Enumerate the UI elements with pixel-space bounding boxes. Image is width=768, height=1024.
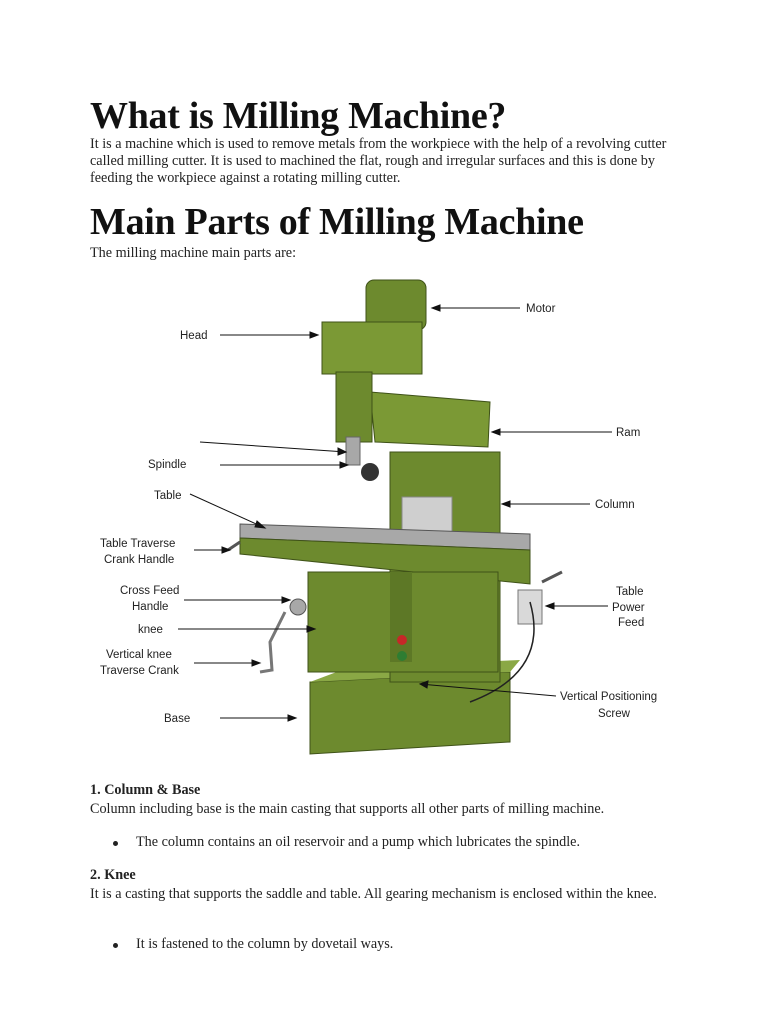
label-vertical-knee: Vertical knee xyxy=(106,649,172,661)
page-title: What is Milling Machine? xyxy=(90,94,506,138)
machine-illustration xyxy=(228,280,562,754)
section-title-main-parts: Main Parts of Milling Machine xyxy=(90,200,584,244)
label-screw: Screw xyxy=(598,708,631,720)
label-vertical-positioning: Vertical Positioning xyxy=(560,691,657,703)
section-heading-column-base: 1. Column & Base xyxy=(90,782,200,799)
label-ram: Ram xyxy=(616,427,640,439)
bullet-icon xyxy=(113,841,118,846)
section-heading-knee: 2. Knee xyxy=(90,867,136,884)
list-item-text: The column contains an oil reservoir and… xyxy=(136,834,580,851)
bullet-icon xyxy=(113,943,118,948)
label-traverse-crank: Traverse Crank xyxy=(100,665,179,677)
section-text-column-base: Column including base is the main castin… xyxy=(90,801,604,818)
diagram-svg: Motor Head Ram Spindle Table Column Tabl… xyxy=(90,272,690,762)
label-crank-handle: Crank Handle xyxy=(104,554,174,566)
main-parts-intro: The milling machine main parts are: xyxy=(90,245,296,262)
section-text-knee: It is a casting that supports the saddle… xyxy=(90,886,690,903)
label-cross-feed-handle: Handle xyxy=(132,601,168,613)
label-knee: knee xyxy=(138,624,163,636)
intro-paragraph: It is a machine which is used to remove … xyxy=(90,136,690,187)
label-table: Table xyxy=(154,490,182,502)
label-head: Head xyxy=(180,330,208,342)
label-table-power-3: Feed xyxy=(618,617,644,629)
label-table-power-2: Power xyxy=(612,602,645,614)
label-spindle: Spindle xyxy=(148,459,186,471)
label-motor: Motor xyxy=(526,303,556,315)
label-table-traverse: Table Traverse xyxy=(100,538,175,550)
label-table-power-1: Table xyxy=(616,586,644,598)
milling-machine-diagram: Motor Head Ram Spindle Table Column Tabl… xyxy=(90,272,690,762)
list-item-text: It is fastened to the column by dovetail… xyxy=(136,936,393,953)
label-column: Column xyxy=(595,499,635,511)
label-cross-feed: Cross Feed xyxy=(120,585,179,597)
label-base: Base xyxy=(164,713,190,725)
